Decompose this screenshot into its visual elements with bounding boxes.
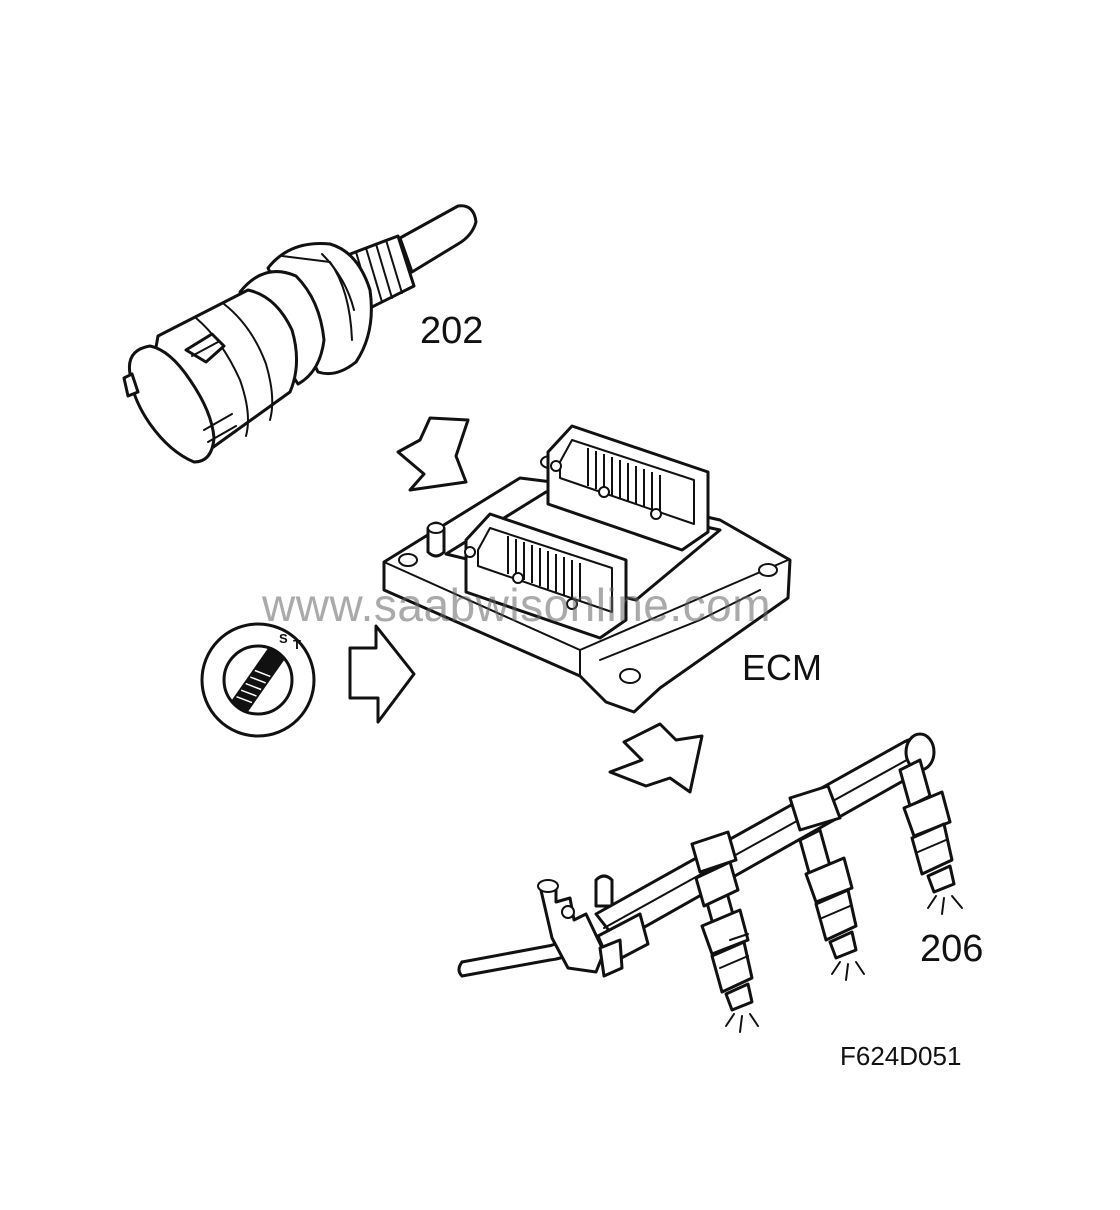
sensor-callout-label: 202 <box>420 310 484 352</box>
watermark-text: www.saabwisonline.com <box>262 579 772 631</box>
signal-arrow-injectors <box>608 722 704 794</box>
ignition-switch: S T <box>200 622 316 738</box>
injector-callout-label: 206 <box>920 928 984 970</box>
ignition-key-icon <box>231 647 285 713</box>
ecm-module <box>382 424 792 714</box>
ecm-callout-label: ECM <box>742 647 822 688</box>
ignition-mark-s: S <box>279 631 288 646</box>
figure-id-label: F624D051 <box>840 1041 962 1071</box>
signal-arrow-sensor <box>396 416 470 492</box>
fuel-rail-assembly <box>457 732 963 1033</box>
signal-arrow-ignition <box>348 624 416 724</box>
fuel-injector-2 <box>798 828 865 981</box>
fuel-injector-4 <box>694 860 740 908</box>
fuel-injector-3 <box>898 758 963 915</box>
ignition-mark-t: T <box>293 637 301 652</box>
coolant-temperature-sensor <box>122 204 478 464</box>
